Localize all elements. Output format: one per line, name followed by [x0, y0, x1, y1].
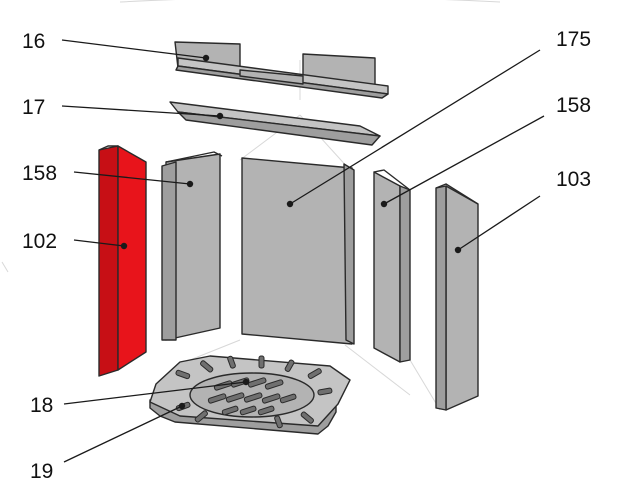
label-103: 103	[556, 168, 591, 191]
grate-slots	[207, 377, 297, 416]
base-radial-slots	[175, 355, 333, 429]
leader-102-dot	[120, 242, 128, 250]
label-16: 16	[22, 30, 45, 53]
part-102-left-brick[interactable]	[98, 145, 147, 377]
leader-103-dot	[454, 246, 462, 254]
leader-158-right	[383, 115, 545, 205]
leader-18-dot	[242, 378, 250, 386]
leader-103	[457, 195, 541, 251]
leader-175	[289, 49, 541, 205]
leader-102	[73, 239, 125, 247]
label-18: 18	[30, 394, 53, 417]
label-158-right: 158	[556, 94, 591, 117]
label-175: 175	[556, 28, 591, 51]
label-102: 102	[22, 230, 57, 253]
part-175-rear-brick[interactable]	[241, 157, 355, 345]
label-19: 19	[30, 460, 53, 483]
part-158-left-brick[interactable]	[161, 151, 223, 341]
leader-16-dot	[202, 54, 210, 62]
stove-outline-arc	[119, 0, 501, 3]
leader-17-dot	[216, 112, 224, 120]
leader-17	[61, 105, 221, 117]
leader-18	[63, 381, 247, 405]
leader-158-left	[73, 171, 191, 185]
part-158-right-brick[interactable]	[373, 169, 411, 363]
leader-175-dot	[286, 200, 294, 208]
label-17: 17	[22, 96, 45, 119]
part-17-lower-baffle[interactable]	[169, 101, 381, 146]
leader-16	[61, 39, 207, 59]
leader-19-dot	[178, 402, 186, 410]
part-103-right-brick[interactable]	[435, 183, 479, 411]
leader-19	[63, 405, 183, 463]
part-16-upper-baffle[interactable]	[174, 41, 389, 99]
part-18-grate[interactable]	[175, 355, 333, 429]
leader-158-left-dot	[186, 180, 194, 188]
leader-158-right-dot	[380, 200, 388, 208]
label-158-left: 158	[22, 162, 57, 185]
callouts: 16 17 158 102 175 158 103	[22, 28, 591, 483]
stove-outline-left-edge	[1, 261, 9, 273]
